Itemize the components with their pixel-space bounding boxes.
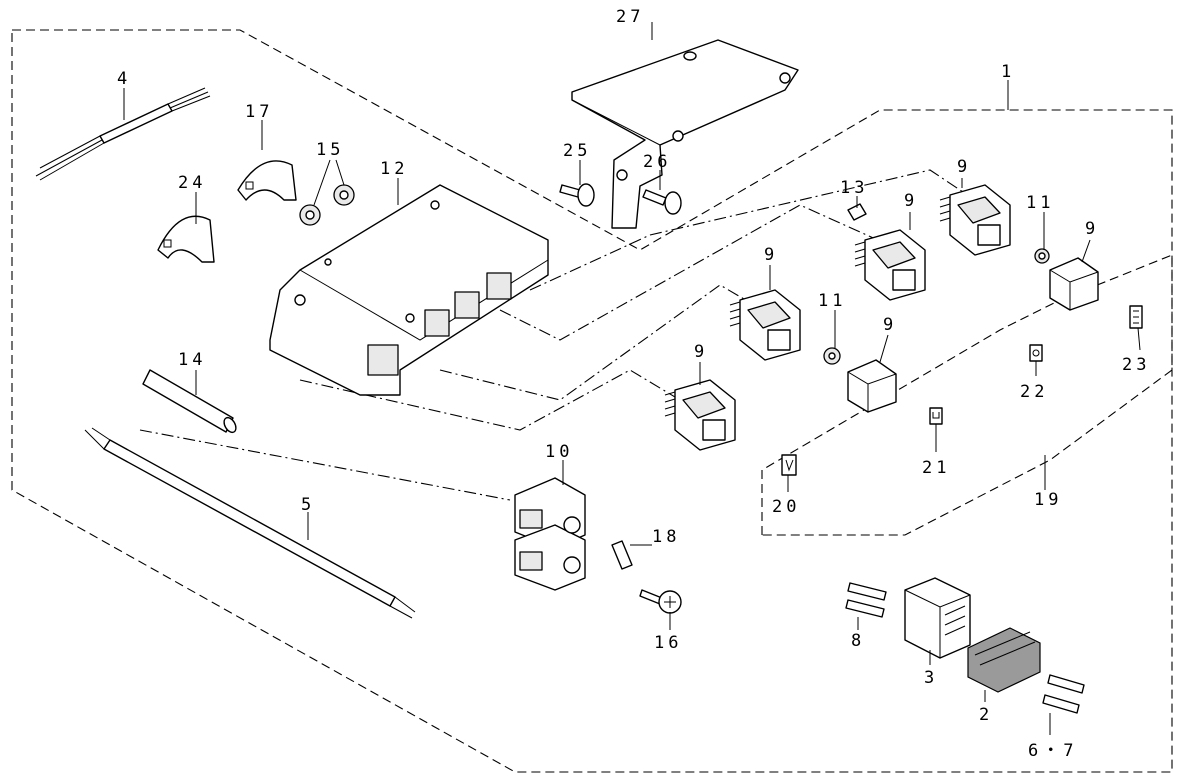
part-27-bracket xyxy=(571,39,799,229)
label-15: 15 xyxy=(316,140,344,160)
part-23-label xyxy=(1129,305,1143,329)
part-10-terminal-block xyxy=(514,477,586,591)
alignment-line-middle xyxy=(499,204,901,341)
part-6-7-contacts xyxy=(1042,674,1085,714)
leader-lines xyxy=(123,22,1141,735)
rocker-switch-top xyxy=(939,184,1011,256)
part-15-nuts xyxy=(299,184,355,226)
label-26: 26 xyxy=(643,152,671,172)
part-11-cap-lower xyxy=(823,347,841,365)
label-12: 12 xyxy=(380,159,408,179)
label-11-a: 11 xyxy=(1026,193,1054,213)
label-5: 5 xyxy=(301,495,315,515)
label-9-e: 9 xyxy=(883,315,897,335)
part-17-clamp xyxy=(237,160,297,201)
part-18-sleeve xyxy=(611,540,633,570)
label-9-c: 9 xyxy=(764,245,778,265)
label-19: 19 xyxy=(1034,490,1062,510)
small-switch-right xyxy=(1049,257,1099,311)
part-25-screw xyxy=(559,183,595,207)
part-26-screw xyxy=(642,189,682,215)
part-14-rod xyxy=(142,369,237,434)
label-18: 18 xyxy=(652,527,680,547)
small-switch-center xyxy=(847,359,897,413)
rocker-switch-mid xyxy=(729,289,801,361)
part-24-clamp xyxy=(157,215,215,263)
label-6-7: 6・7 xyxy=(1028,741,1077,761)
label-22: 22 xyxy=(1020,382,1048,402)
assembly-19-boundary xyxy=(761,254,1173,536)
label-17: 17 xyxy=(245,102,273,122)
rocker-switch-low xyxy=(664,379,736,451)
label-14: 14 xyxy=(178,350,206,370)
rocker-switch-mid-top xyxy=(854,229,926,301)
label-20: 20 xyxy=(772,497,800,517)
part-22-label xyxy=(1029,344,1043,362)
part-number-labels: 1 4 5 24 17 15 12 25 26 27 13 14 10 9 9 … xyxy=(117,7,1150,761)
part-21-label xyxy=(929,407,943,425)
label-25: 25 xyxy=(563,141,591,161)
label-27: 27 xyxy=(616,7,644,27)
part-11-cap-upper xyxy=(1034,248,1050,264)
label-4: 4 xyxy=(117,69,131,89)
part-4-wire xyxy=(35,87,211,181)
part-3-connector xyxy=(904,577,971,659)
assembly-1-boundary xyxy=(11,29,1173,773)
label-3: 3 xyxy=(924,668,938,688)
label-21: 21 xyxy=(922,458,950,478)
part-5-wire xyxy=(84,427,416,619)
part-20-label xyxy=(781,454,797,476)
alignment-line-upper xyxy=(529,169,991,291)
label-11-b: 11 xyxy=(818,291,846,311)
part-12-switch-frame xyxy=(269,184,549,396)
label-8: 8 xyxy=(851,631,865,651)
label-24: 24 xyxy=(178,173,206,193)
alignment-line-terminal xyxy=(139,429,511,501)
label-2: 2 xyxy=(979,705,993,725)
label-13: 13 xyxy=(840,178,868,198)
label-9-d: 9 xyxy=(1085,219,1099,239)
label-9-f: 9 xyxy=(694,342,708,362)
label-23: 23 xyxy=(1122,355,1150,375)
label-16: 16 xyxy=(654,633,682,653)
label-10: 10 xyxy=(545,442,573,462)
part-16-screw xyxy=(639,589,682,614)
part-8-contacts xyxy=(845,582,887,618)
part-2-connector xyxy=(967,627,1041,693)
alignment-line-bottom xyxy=(299,369,681,431)
part-13-pin xyxy=(847,203,867,221)
label-1: 1 xyxy=(1001,62,1015,82)
label-9-b: 9 xyxy=(904,191,918,211)
label-9-a: 9 xyxy=(957,157,971,177)
